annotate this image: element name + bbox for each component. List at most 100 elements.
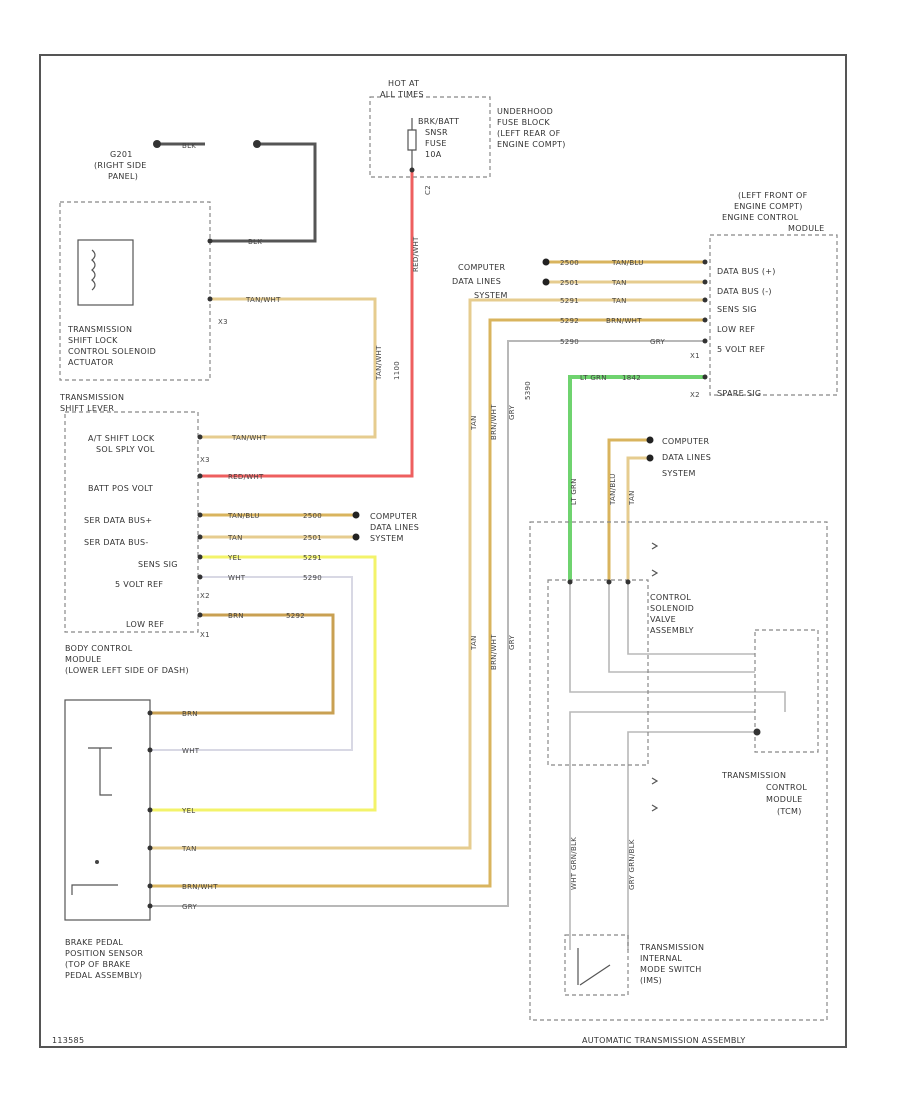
auto-trans-label: AUTOMATIC TRANSMISSION ASSEMBLY xyxy=(582,1036,746,1045)
fuse-label-4: 10A xyxy=(425,150,442,159)
connector-c2-fuse: C2 xyxy=(424,185,432,195)
bcm-box xyxy=(64,411,199,633)
brake-sensor-box xyxy=(64,699,151,921)
brake-sensor-symbol xyxy=(71,747,118,895)
wire-label-bcm-brn: BRN xyxy=(228,612,244,620)
ground-label-3: PANEL) xyxy=(108,172,138,181)
circuit-2500-ecm: 2500 xyxy=(560,259,579,267)
wire-label-brake-gry: GRY xyxy=(182,903,197,911)
wire-label-brake-brn: BRN xyxy=(182,710,198,718)
ecm-pin-3: SENS SIG xyxy=(717,305,757,314)
circuit-2500-bcm: 2500 xyxy=(303,512,322,520)
ecm-loc-3: ENGINE CONTROL xyxy=(722,213,799,222)
wire-label-ecm-tan: TAN xyxy=(611,279,627,287)
circuit-5292-bcm: 5292 xyxy=(286,612,305,620)
cdl-tcm-3: SYSTEM xyxy=(662,469,696,478)
underhood-label-4: ENGINE COMPT) xyxy=(497,140,566,149)
solenoid-valve-box xyxy=(547,579,649,766)
auto-trans-assembly-box xyxy=(529,521,828,1021)
wire-label-tan-wht: TAN/WHT xyxy=(245,296,281,304)
diagram-frame xyxy=(39,54,847,1048)
cdl-tcm-1: COMPUTER xyxy=(662,437,710,446)
solenoid-label-4: ASSEMBLY xyxy=(650,626,694,635)
wire-label-bcm-tan-wht: TAN/WHT xyxy=(231,434,267,442)
bcm-pin-4: SER DATA BUS- xyxy=(84,538,149,547)
arrow-heads xyxy=(352,258,654,541)
circuit-5290-bcm: 5290 xyxy=(303,574,322,582)
tcm-node-dot xyxy=(753,728,761,736)
fuse-block-box xyxy=(369,96,491,178)
bcm-pin-3: SER DATA BUS+ xyxy=(84,516,152,525)
ground-symbol-right xyxy=(253,140,261,148)
ims-label-1: TRANSMISSION xyxy=(639,943,704,952)
wire-label-brake-wht: WHT xyxy=(182,747,200,755)
circuit-5292-ecm: 5292 xyxy=(560,317,579,325)
circuit-1842: 1842 xyxy=(622,374,641,382)
fuse-label-2: SNSR xyxy=(425,128,448,137)
wire-label-brake-brn-wht: BRN/WHT xyxy=(182,883,218,891)
ims-label-2: INTERNAL xyxy=(640,954,682,963)
circuit-2501-bcm: 2501 xyxy=(303,534,322,542)
shift-lock-label-3: CONTROL SOLENOID xyxy=(68,347,156,356)
ecm-loc-4: MODULE xyxy=(788,224,825,233)
tcm-inner-box xyxy=(754,629,819,753)
wire-label-brn-wht-lower: BRN/WHT xyxy=(490,634,498,670)
ims-label-4: (IMS) xyxy=(640,976,662,985)
cdl-ecm-3: SYSTEM xyxy=(474,291,508,300)
wire-label-bcm-red-wht: RED/WHT xyxy=(228,473,264,481)
wire-label-bcm-tan-blu: TAN/BLU xyxy=(227,512,260,520)
ims-switch-symbol xyxy=(577,948,611,986)
wire-label-ecm-brn-wht: BRN/WHT xyxy=(606,317,642,325)
fuse-label-3: FUSE xyxy=(425,139,447,148)
ecm-loc-1: (LEFT FRONT OF xyxy=(738,191,808,200)
ecm-loc-2: ENGINE COMPT) xyxy=(734,202,803,211)
hot-label-2: ALL TIMES xyxy=(380,90,424,99)
circuit-5291-bcm: 5291 xyxy=(303,554,322,562)
wire-tcm-internal xyxy=(569,582,786,950)
connector-x2: X2 xyxy=(200,592,210,600)
wire-label-tan-vert-2: TAN xyxy=(628,490,636,506)
diagram-id: 113585 xyxy=(52,1036,84,1045)
bcm-pin-6: 5 VOLT REF xyxy=(115,580,163,589)
ecm-connector-x2: X2 xyxy=(690,391,700,399)
shift-lever-label-1: TRANSMISSION xyxy=(59,393,124,402)
underhood-label-3: (LEFT REAR OF xyxy=(497,129,561,138)
tcm-pin-arrows xyxy=(651,542,659,812)
cdl-ecm-2: DATA LINES xyxy=(452,277,501,286)
wire-label-tan-wht-vert: TAN/WHT xyxy=(375,345,383,381)
wire-5v-wht xyxy=(150,576,353,751)
wire-ecm-5v-gry xyxy=(150,340,705,907)
hot-label-1: HOT AT xyxy=(388,79,419,88)
brake-sensor-label-2: POSITION SENSOR xyxy=(65,949,143,958)
circuit-label-vert: 1100 xyxy=(393,361,401,380)
bcm-name-2: MODULE xyxy=(65,655,102,664)
wire-tcm-data-tan-blu xyxy=(607,438,648,582)
wire-shift-lock-tan-wht xyxy=(200,297,377,439)
wire-label-wht-grn-blk: WHT GRN/BLK xyxy=(570,837,578,890)
tcm-label-1: TRANSMISSION xyxy=(721,771,786,780)
brake-sensor-label-4: PEDAL ASSEMBLY) xyxy=(65,971,142,980)
tcm-label-2: CONTROL xyxy=(766,783,807,792)
wire-label-tan-vert: TAN xyxy=(470,415,478,431)
bcm-pin-1b: SOL SPLY VOL xyxy=(96,445,155,454)
wire-sens-yel xyxy=(150,555,377,812)
cdl-tcm-2: DATA LINES xyxy=(662,453,711,462)
circuit-5390-vert: 5390 xyxy=(524,381,532,400)
wire-label-gry-lower: GRY xyxy=(508,635,516,650)
connector-c1-top: X3 xyxy=(218,318,228,326)
wire-label-bcm-tan: TAN xyxy=(227,534,243,542)
shift-lock-label-4: ACTUATOR xyxy=(68,358,114,367)
wire-label-brake-yel: YEL xyxy=(181,807,196,815)
ecm-pin-1: DATA BUS (+) xyxy=(717,267,776,276)
wire-ground-blk xyxy=(160,142,317,243)
solenoid-label-3: VALVE xyxy=(650,615,676,624)
solenoid-symbol xyxy=(77,239,134,306)
shift-lock-label-1: TRANSMISSION xyxy=(67,325,132,334)
brake-sensor-label-1: BRAKE PEDAL xyxy=(65,938,123,947)
circuit-2501-ecm: 2501 xyxy=(560,279,579,287)
shift-lock-actuator-box xyxy=(59,201,211,381)
circuit-5291-ecm: 5291 xyxy=(560,297,579,305)
cdl-bcm-2: DATA LINES xyxy=(370,523,419,532)
ecm-box xyxy=(709,234,838,396)
